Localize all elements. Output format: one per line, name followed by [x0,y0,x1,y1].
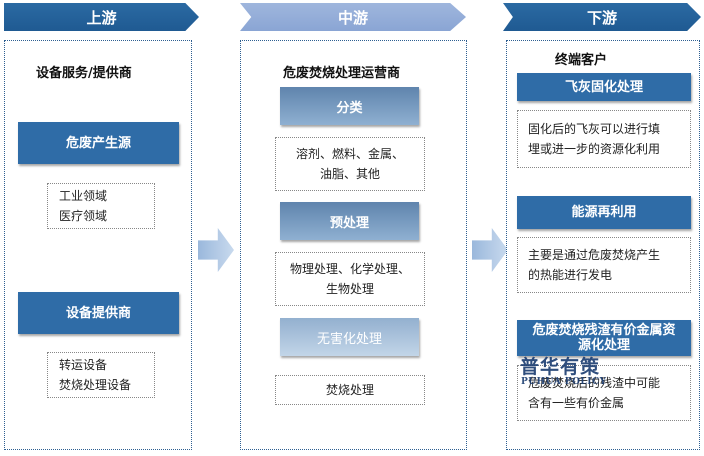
incinerate-label: 焚烧处理 [325,383,374,397]
equipment-box: 转运设备 焚烧处理设备 [47,352,155,398]
pretreat-line-1: 物理处理、化学处理、 [289,262,410,276]
flyash-bar: 飞灰固化处理 [517,73,691,101]
residue-desc-2: 含有一些有价金属 [528,396,625,410]
classify-line-1: 溶剂、燃料、金属、 [295,147,404,161]
classify-box: 溶剂、燃料、金属、 油脂、其他 [275,137,425,191]
incinerate-box: 焚烧处理 [275,375,425,405]
energy-box: 主要是通过危废焚烧产生 的热能进行发电 [517,237,691,293]
stage-downstream-label: 下游 [586,8,617,27]
energy-desc-2: 的热能进行发电 [528,268,613,282]
equipment-provider-bar: 设备提供商 [18,292,179,334]
classify-label: 分类 [336,100,363,116]
flow-arrow-upstream-midstream [198,228,234,272]
equipment-provider-label: 设备提供商 [65,305,131,321]
energy-label: 能源再利用 [571,205,637,220]
stage-upstream-label: 上游 [86,8,117,27]
stage-midstream-label: 中游 [337,8,368,27]
midstream-title: 危废焚烧处理运营商 [283,66,401,81]
waste-sources-label: 危废产生源 [65,135,131,151]
flyash-desc-2: 埋或进一步的资源化利用 [528,142,661,156]
residue-bar: 危废焚烧残渣有价金属资 源化处理 [517,320,691,356]
equipment-transport: 转运设备 [59,358,108,372]
waste-sources-box: 工业领域 医疗领域 [47,183,155,229]
harmless-label: 无害化处理 [316,331,382,347]
residue-desc-1: 危废焚烧后的残渣中可能 [528,376,661,390]
pretreat-box: 物理处理、化学处理、 生物处理 [275,252,425,306]
waste-sources-bar: 危废产生源 [18,122,179,164]
residue-label-2: 源化处理 [577,338,630,353]
flyash-desc-1: 固化后的飞灰可以进行填 [528,122,661,136]
source-medical: 医疗领域 [59,209,108,223]
stage-midstream-chevron: 中游 [240,3,466,31]
flyash-label: 飞灰固化处理 [564,79,643,95]
watermark-logo-en: PUHUA POLICY [521,377,607,387]
energy-bar: 能源再利用 [517,196,691,229]
stage-upstream-chevron: 上游 [4,3,199,31]
watermark-logo-cn: 普华有策 [520,356,601,378]
equipment-incineration: 焚烧处理设备 [59,378,132,392]
residue-box: 危废焚烧后的残渣中可能 含有一些有价金属 [517,365,691,421]
upstream-title: 设备服务/提供商 [36,66,132,81]
downstream-title: 终端客户 [555,53,608,68]
classify-line-2: 油脂、其他 [319,167,380,181]
source-industrial: 工业领域 [59,189,108,203]
classify-bar: 分类 [280,87,419,125]
pretreat-bar: 预处理 [280,202,419,240]
flyash-box: 固化后的飞灰可以进行填 埋或进一步的资源化利用 [517,110,691,168]
energy-desc-1: 主要是通过危废焚烧产生 [528,248,661,262]
stage-downstream-chevron: 下游 [503,3,701,31]
pretreat-line-2: 生物处理 [325,282,374,296]
flow-arrow-midstream-downstream [472,228,508,272]
harmless-bar: 无害化处理 [280,318,419,356]
residue-label-1: 危废焚烧残渣有价金属资 [532,323,676,338]
pretreat-label: 预处理 [329,215,369,231]
